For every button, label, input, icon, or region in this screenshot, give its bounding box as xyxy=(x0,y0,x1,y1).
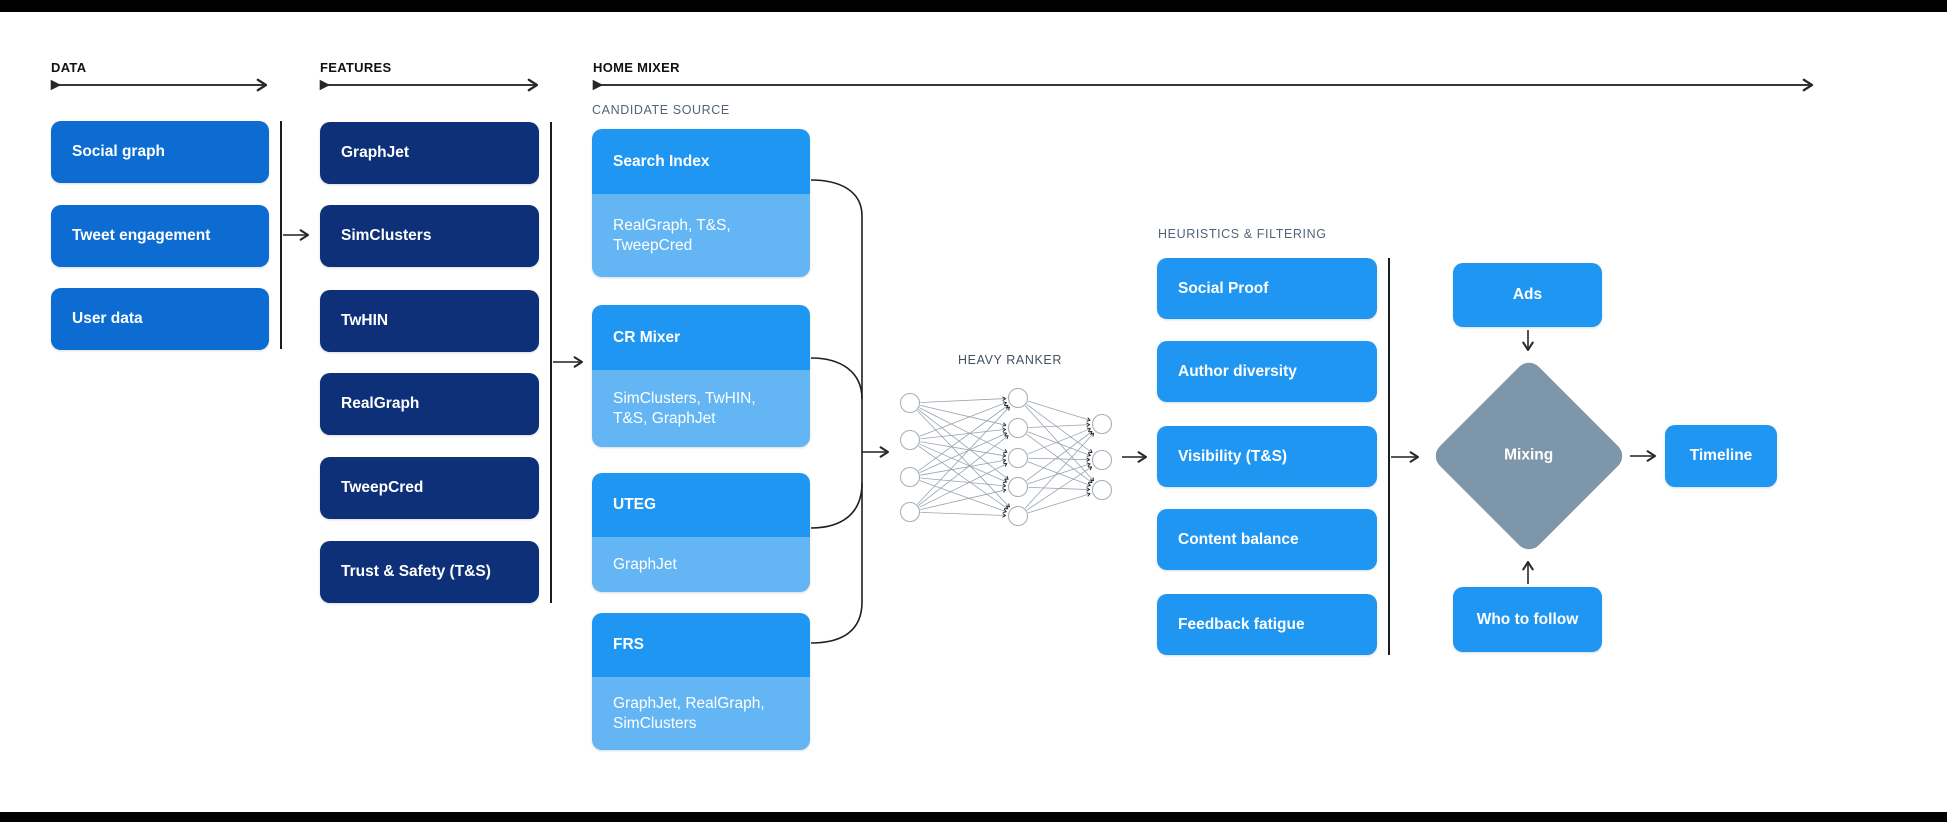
nn-edge xyxy=(1027,492,1091,514)
top-black-bar xyxy=(0,0,1947,12)
nn-edge xyxy=(1026,403,1093,454)
search-index-curve xyxy=(810,179,863,217)
candidate-box-cr-mixer: CR Mixer SimClusters, TwHIN, T&S, GraphJ… xyxy=(592,305,810,447)
candidate-collector xyxy=(810,179,863,644)
heuristics-filtering-label: HEURISTICS & FILTERING xyxy=(1158,227,1327,241)
nn-node xyxy=(1007,447,1029,469)
candidate-box-search-index: Search Index RealGraph, T&S, TweepCred xyxy=(592,129,810,277)
nn-node xyxy=(1007,417,1029,439)
nn-node xyxy=(1007,505,1029,527)
candidate-source-label: CANDIDATE SOURCE xyxy=(592,103,730,117)
nn-edge xyxy=(1027,461,1091,487)
nn-edge xyxy=(918,404,1009,472)
heuristic-box-feedback-fatigue: Feedback fatigue xyxy=(1157,594,1377,655)
feature-box-twhin: TwHIN xyxy=(320,290,539,352)
nn-node xyxy=(1091,479,1113,501)
nn-edge xyxy=(1026,466,1093,511)
nn-node xyxy=(1007,476,1029,498)
candidate-box-uteg: UTEG GraphJet xyxy=(592,473,810,592)
nn-node xyxy=(1007,387,1029,409)
feature-box-simclusters: SimClusters xyxy=(320,205,539,267)
nn-edge xyxy=(919,443,1008,483)
nn-edge xyxy=(920,477,1007,488)
data-box-user-data: User data xyxy=(51,288,269,350)
feature-box-realgraph: RealGraph xyxy=(320,373,539,435)
mixing-diamond: Mixing xyxy=(1430,357,1628,555)
nn-edge xyxy=(1026,433,1093,484)
feature-box-tweepcred: TweepCred xyxy=(320,457,539,519)
neural-network-graphic xyxy=(899,387,1113,527)
nn-node xyxy=(1091,449,1113,471)
nn-edge xyxy=(916,410,1010,508)
frs-curve xyxy=(810,601,863,644)
candidate-title: CR Mixer xyxy=(592,305,810,370)
heuristic-box-social-proof: Social Proof xyxy=(1157,258,1377,319)
nn-edge xyxy=(1027,427,1091,455)
nn-edge xyxy=(1026,431,1093,482)
candidate-box-frs: FRS GraphJet, RealGraph, SimClusters xyxy=(592,613,810,750)
nn-edge xyxy=(920,458,1007,476)
nn-edge xyxy=(919,480,1007,513)
nn-edge xyxy=(920,441,1007,458)
heavy-ranker-label: HEAVY RANKER xyxy=(958,353,1062,367)
nn-edge xyxy=(1028,486,1090,492)
candidate-title: Search Index xyxy=(592,129,810,194)
nn-node xyxy=(899,392,921,414)
heuristic-box-author-diversity: Author diversity xyxy=(1157,341,1377,402)
data-box-tweet-engagement: Tweet engagement xyxy=(51,205,269,267)
feature-box-trust-safety: Trust & Safety (T&S) xyxy=(320,541,539,603)
cr-mixer-curve xyxy=(810,357,863,400)
nn-edge xyxy=(1027,462,1091,485)
candidate-sub: RealGraph, T&S, TweepCred xyxy=(592,194,810,277)
nn-edge xyxy=(918,445,1009,510)
nn-edge xyxy=(1028,422,1090,428)
nn-edge xyxy=(916,406,1010,505)
nn-edge xyxy=(918,409,1009,480)
home-mixer-section-label: HOME MIXER xyxy=(593,60,680,75)
ads-box: Ads xyxy=(1453,263,1602,327)
nn-edge xyxy=(1024,405,1095,482)
nn-edge xyxy=(920,396,1006,403)
nn-node xyxy=(899,429,921,451)
features-section-label: FEATURES xyxy=(320,60,392,75)
timeline-box: Timeline xyxy=(1665,425,1777,487)
candidate-sub: GraphJet xyxy=(592,537,810,592)
mixing-diamond-label: Mixing xyxy=(1504,447,1554,464)
candidate-sub: GraphJet, RealGraph, SimClusters xyxy=(592,677,810,750)
candidate-title: UTEG xyxy=(592,473,810,537)
nn-node xyxy=(899,501,921,523)
nn-edge xyxy=(919,401,1007,437)
nn-edge xyxy=(1027,431,1091,457)
uteg-curve xyxy=(810,482,863,529)
data-box-social-graph: Social graph xyxy=(51,121,269,183)
nn-edge xyxy=(1024,432,1095,509)
bottom-black-bar xyxy=(0,812,1947,822)
nn-edge xyxy=(920,427,1007,440)
nn-edge xyxy=(918,435,1009,506)
nn-edge xyxy=(920,404,1007,427)
nn-edge xyxy=(920,511,1006,518)
nn-edge xyxy=(919,407,1008,454)
nn-edge xyxy=(1028,457,1090,462)
nn-node xyxy=(899,466,921,488)
nn-edge xyxy=(919,432,1008,474)
feature-box-graphjet: GraphJet xyxy=(320,122,539,184)
heuristic-box-content-balance: Content balance xyxy=(1157,509,1377,570)
candidate-sub: SimClusters, TwHIN, T&S, GraphJet xyxy=(592,370,810,447)
nn-node xyxy=(1091,413,1113,435)
nn-edge xyxy=(919,462,1008,508)
who-to-follow-box: Who to follow xyxy=(1453,587,1602,652)
nn-edge xyxy=(1027,400,1091,422)
data-section-label: DATA xyxy=(51,60,87,75)
candidate-title: FRS xyxy=(592,613,810,677)
heuristic-box-visibility: Visibility (T&S) xyxy=(1157,426,1377,487)
nn-edge xyxy=(920,488,1007,511)
